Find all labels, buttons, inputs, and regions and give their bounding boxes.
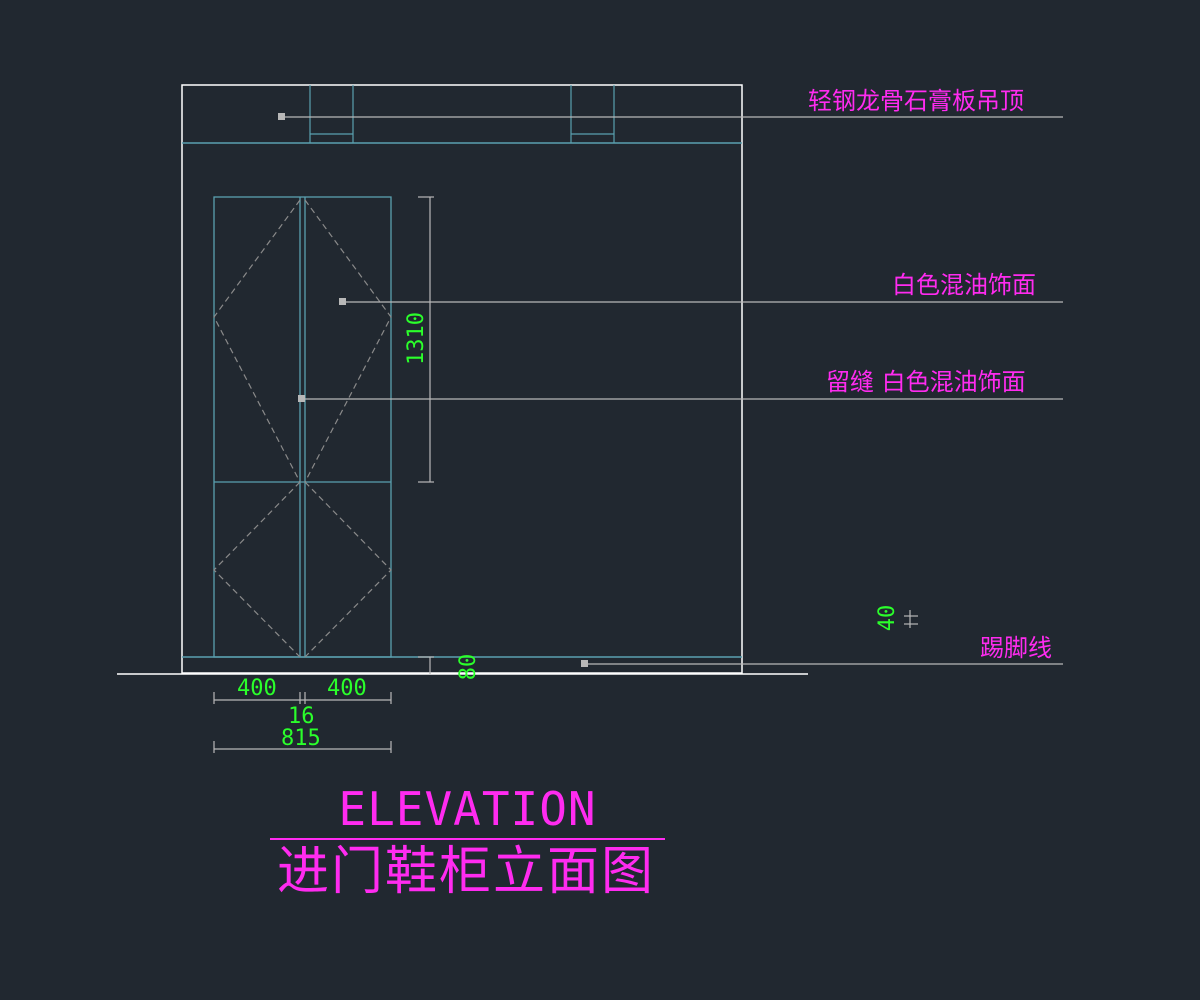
dimension-lines — [213, 196, 918, 753]
callout-groove-finish: 留缝 白色混油饰面 — [826, 368, 1026, 396]
title-chinese: 进门鞋柜立面图 — [276, 842, 655, 902]
title-english: ELEVATION — [338, 782, 597, 836]
dimension-gap-40: 40 — [875, 604, 900, 632]
dimension-base-80: 80 — [456, 653, 481, 681]
wall-outline — [181, 84, 743, 674]
dimension-door-right: 400 — [327, 676, 367, 701]
callout-paint-finish: 白色混油饰面 — [892, 271, 1036, 299]
callout-ceiling: 轻钢龙骨石膏板吊顶 — [808, 87, 1024, 115]
dimension-height-1310: 1310 — [404, 312, 429, 365]
callout-skirting: 踢脚线 — [980, 634, 1052, 662]
dimension-total: 815 — [281, 726, 321, 751]
dimension-door-left: 400 — [237, 676, 277, 701]
ceiling-light-left — [309, 85, 354, 143]
door-swing-marks — [213, 199, 392, 658]
shoe-cabinet — [213, 196, 392, 658]
ceiling-light-right — [570, 85, 615, 143]
leader-lines — [278, 113, 1063, 667]
dimension-seam: 16 — [288, 704, 315, 729]
